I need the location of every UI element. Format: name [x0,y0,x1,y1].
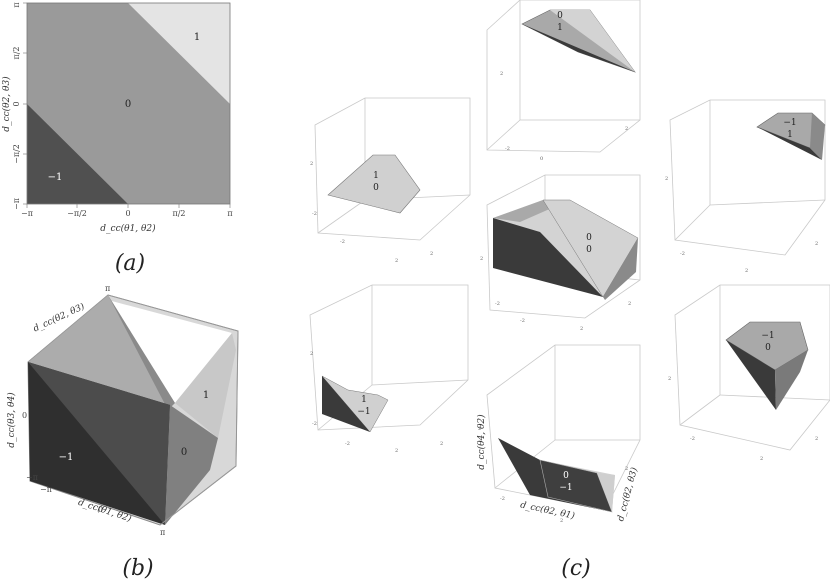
caption-a: (a) [115,251,145,276]
svg-text:2: 2 [625,126,628,132]
svg-text:2: 2 [440,441,443,447]
svg-text:-2: -2 [312,211,317,217]
cube-cell: 0 −1 2 -2 2 2 [478,344,641,524]
panel-b: π 0 −π −π 0 π d_cc(θ2, θ3) d_cc(θ3, θ4) … [6,284,239,581]
svg-text:2: 2 [560,518,563,524]
cube-cell: 0 0 2 -2 -2 2 2 [480,174,641,332]
matrix-bottom: 0 [373,183,379,193]
svg-text:-2: -2 [505,146,510,152]
svg-text:2: 2 [628,301,631,307]
caption-c: (c) [561,556,591,581]
axis-label-right: d_cc(θ2, θ3) [615,466,640,523]
face-pos [175,333,236,438]
x-tick: −π [21,209,33,218]
tick: −π [40,485,52,494]
svg-text:-2: -2 [312,421,317,427]
x-tick: π [227,209,232,218]
cube-cell: 0 1 2 -2 0 2 [486,0,641,162]
matrix-top: 0 [563,471,569,481]
y-tick: −π [12,198,21,210]
region-label-neg: −1 [48,172,63,183]
svg-text:-2: -2 [345,441,350,447]
svg-text:2: 2 [395,448,398,454]
matrix-top: −1 [783,118,796,128]
matrix-top: −1 [761,331,774,341]
svg-text:2: 2 [760,456,763,462]
region-label-neg: −1 [59,452,74,463]
y-tick: 0 [12,101,21,106]
cube-cell: −1 0 2 -2 2 2 [668,284,830,462]
axis-label-vertical: d_cc(θ4, θ2) [476,414,487,470]
svg-text:-2: -2 [690,436,695,442]
cube-cell: 1 −1 2 -2 -2 2 2 [309,284,469,454]
svg-text:-2: -2 [495,301,500,307]
svg-text:2: 2 [480,256,483,262]
panel-a: −π −π/2 0 π/2 π π π/2 0 −π/2 −π d_cc(θ1,… [1,2,233,276]
x-tick: π/2 [172,209,185,218]
x-tick: −π/2 [67,209,87,218]
region-label-zero: 0 [181,447,187,458]
svg-text:2: 2 [580,326,583,332]
matrix-bottom: −1 [357,407,370,417]
cube-cell: 1 0 2 -2 -2 2 2 [310,97,471,264]
svg-text:2: 2 [500,71,503,77]
svg-text:2: 2 [478,426,481,432]
face-zero [165,405,218,525]
svg-text:2: 2 [430,251,433,257]
axis-label-left: d_cc(θ3, θ4) [6,392,17,448]
svg-text:2: 2 [310,351,313,357]
y-axis-label: d_cc(θ2, θ3) [1,76,12,132]
matrix-bottom: 1 [557,23,563,33]
svg-text:2: 2 [665,176,668,182]
tick: π [105,284,110,293]
svg-text:-2: -2 [520,318,525,324]
region-label-pos: 1 [194,32,200,43]
cube-cell: −1 1 2 -2 2 2 [665,99,826,274]
svg-text:2: 2 [815,436,818,442]
panel-c: 0 1 2 -2 0 2 1 0 2 -2 -2 2 2 −1 1 2 -2 2 2 [309,0,830,581]
caption-b: (b) [122,556,153,581]
svg-text:2: 2 [395,258,398,264]
matrix-top: 0 [557,11,563,21]
matrix-top: 1 [373,171,379,181]
matrix-bottom: −1 [559,483,572,493]
x-tick: 0 [125,209,130,218]
tick: π [160,528,165,537]
region-neg [27,104,128,204]
matrix-bottom: 0 [586,245,592,255]
matrix-top: 1 [361,395,367,405]
matrix-bottom: 0 [765,343,771,353]
matrix-bottom: 1 [787,130,793,140]
region-pos [128,3,230,104]
svg-text:2: 2 [668,376,671,382]
svg-text:2: 2 [625,466,628,472]
matrix-top: 0 [586,233,592,243]
svg-text:-2: -2 [680,251,685,257]
region-label-zero: 0 [125,99,131,110]
tick: −π [26,473,38,482]
region-label-pos: 1 [203,390,209,401]
svg-text:2: 2 [310,161,313,167]
svg-text:2: 2 [745,268,748,274]
tick: 0 [98,505,103,514]
y-tick: −π/2 [12,144,21,164]
tick: 0 [22,411,27,420]
svg-text:0: 0 [540,156,543,162]
y-tick: π [12,2,21,7]
svg-text:-2: -2 [500,496,505,502]
void-top [108,300,232,403]
y-tick: π/2 [12,46,21,59]
svg-text:-2: -2 [340,239,345,245]
x-axis-label: d_cc(θ1, θ2) [100,223,156,234]
svg-text:2: 2 [815,241,818,247]
